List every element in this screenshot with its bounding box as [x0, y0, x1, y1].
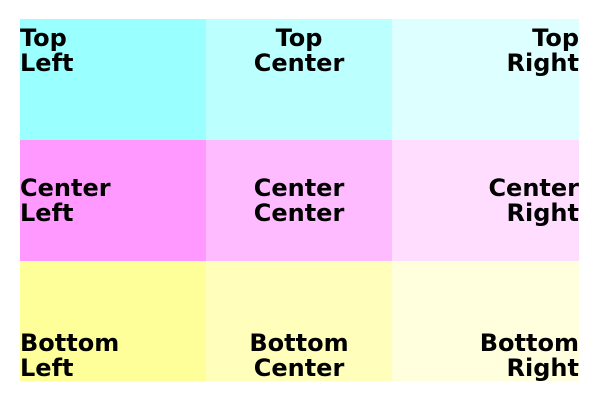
- cell-bottom-center: Bottom Center: [206, 261, 392, 381]
- cell-top-right: Top Right: [392, 19, 579, 140]
- cell-center-center: Center Center: [206, 140, 392, 261]
- cell-label-line1: Center: [253, 173, 345, 202]
- cell-top-center: Top Center: [206, 19, 392, 140]
- cell-label-line1: Center: [488, 173, 579, 202]
- cell-label-line2: Right: [506, 354, 579, 382]
- alignment-grid: Top Left Top Center Top Right Center Lef…: [20, 19, 579, 381]
- cell-top-left: Top Left: [20, 19, 206, 140]
- cell-label-line2: Center: [253, 49, 345, 77]
- cell-label-line1: Top: [20, 24, 67, 52]
- cell-label-line1: Bottom: [20, 329, 120, 357]
- cell-label-line2: Left: [20, 198, 74, 227]
- cell-label-line1: Top: [532, 24, 579, 52]
- cell-label-line1: Bottom: [479, 329, 579, 357]
- cell-center-left: Center Left: [20, 140, 206, 261]
- cell-label-line2: Right: [506, 198, 579, 227]
- cell-label-line1: Bottom: [249, 329, 349, 357]
- cell-label-line2: Center: [253, 198, 345, 227]
- cell-label-line2: Center: [253, 354, 345, 382]
- cell-center-right: Center Right: [392, 140, 579, 261]
- cell-label-line2: Left: [20, 49, 74, 77]
- cell-bottom-left: Bottom Left: [20, 261, 206, 381]
- cell-label-line1: Center: [20, 173, 111, 202]
- cell-label-line1: Top: [275, 24, 323, 52]
- cell-label-line2: Right: [506, 49, 579, 77]
- cell-bottom-right: Bottom Right: [392, 261, 579, 381]
- cell-label-line2: Left: [20, 354, 74, 382]
